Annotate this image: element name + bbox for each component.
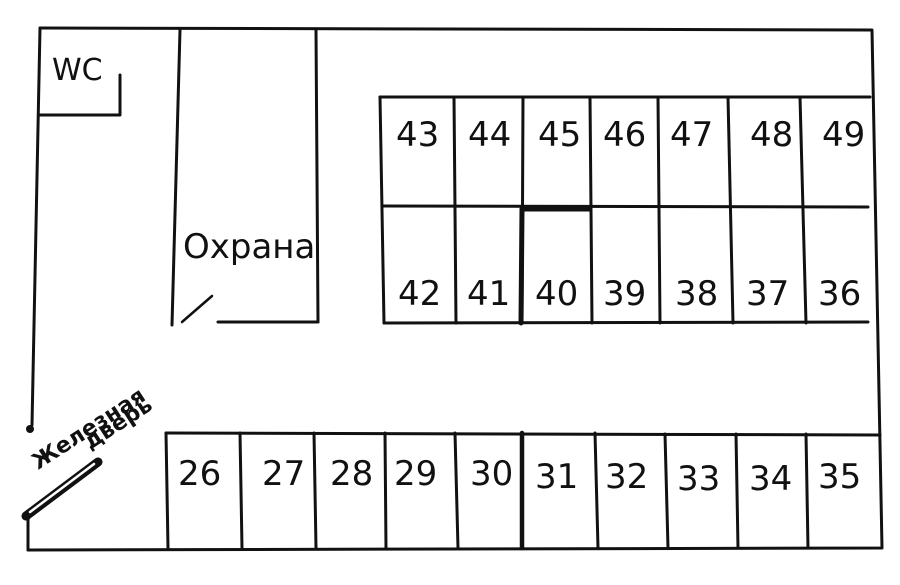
upper-row-numbers: 43 44 45 46 47 48 49 xyxy=(396,115,865,155)
room-number: 43 xyxy=(396,115,439,155)
room-number: 32 xyxy=(605,457,648,497)
room-number: 48 xyxy=(750,115,793,155)
room-number: 38 xyxy=(675,274,718,314)
wc-room: WC xyxy=(38,53,122,117)
room-number: 26 xyxy=(178,454,221,494)
wc-label: WC xyxy=(52,53,103,88)
room-number: 46 xyxy=(603,115,646,155)
security-label: Охрана xyxy=(183,227,315,267)
room-number: 36 xyxy=(818,274,861,314)
room-number: 40 xyxy=(535,274,578,314)
bottom-row-numbers: 26 27 28 29 30 31 32 33 34 35 xyxy=(178,454,861,499)
room-number: 29 xyxy=(394,454,437,494)
upper-room-block xyxy=(378,95,872,326)
middle-row-numbers: 42 41 40 39 38 37 36 xyxy=(398,274,861,314)
room-number: 41 xyxy=(467,274,510,314)
room-number: 30 xyxy=(470,454,513,494)
room-number: 42 xyxy=(398,274,441,314)
room-number: 27 xyxy=(262,454,305,494)
security-room: Охрана xyxy=(170,28,320,327)
room-number: 45 xyxy=(538,115,581,155)
room-number: 49 xyxy=(822,115,865,155)
room-number: 33 xyxy=(677,459,720,499)
room-number: 31 xyxy=(535,457,578,497)
room-number: 37 xyxy=(746,274,789,314)
room-number: 39 xyxy=(603,274,646,314)
room-number: 34 xyxy=(749,459,792,499)
room-number: 35 xyxy=(818,457,861,497)
room-number: 28 xyxy=(330,454,373,494)
room-number: 44 xyxy=(468,115,511,155)
room-number: 47 xyxy=(670,115,713,155)
iron-door: Железная дверь xyxy=(21,383,157,521)
outer-walls xyxy=(26,26,884,552)
lower-room-block xyxy=(164,430,882,551)
